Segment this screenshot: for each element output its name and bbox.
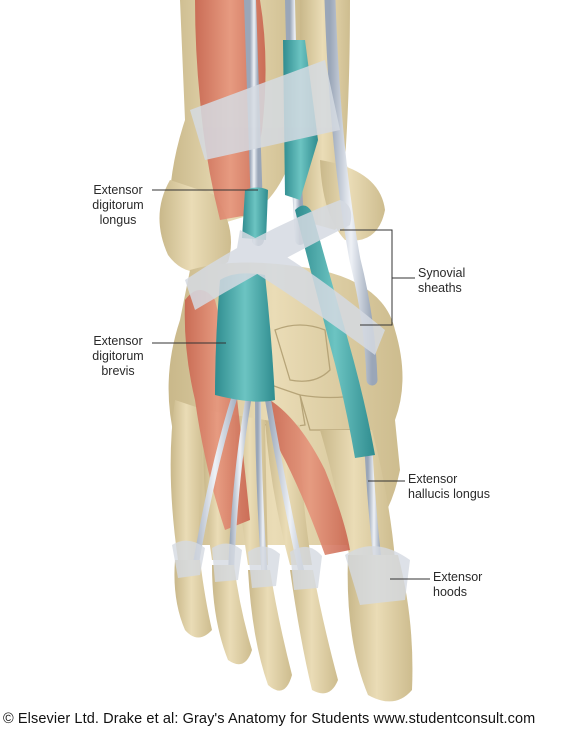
label-line: digitorum <box>92 349 144 363</box>
label-line: Extensor <box>93 334 143 348</box>
label-line: longus <box>99 213 137 227</box>
label-line: hoods <box>433 585 468 599</box>
leader-lines <box>152 189 430 580</box>
label-line: Extensor <box>433 570 483 584</box>
label-line: Extensor <box>408 472 458 486</box>
extensor-hoods <box>172 540 410 605</box>
label-extensor-digitorum-brevis: Extensor digitorum brevis <box>86 334 150 379</box>
retinacula <box>185 60 385 355</box>
label-extensor-hallucis-longus: Extensor hallucis longus <box>408 472 490 502</box>
label-line: Extensor <box>93 183 143 197</box>
label-line: Synovial <box>418 266 466 280</box>
label-extensor-hoods: Extensor hoods <box>433 570 482 600</box>
label-line: brevis <box>101 364 135 378</box>
label-extensor-digitorum-longus: Extensor digitorum longus <box>86 183 150 228</box>
copyright-credit: © Elsevier Ltd. Drake et al: Gray's Anat… <box>3 711 536 727</box>
label-line: digitorum <box>92 198 144 212</box>
label-synovial-sheaths: Synovial sheaths <box>418 266 465 296</box>
label-line: sheaths <box>418 281 462 295</box>
label-line: hallucis longus <box>408 487 490 501</box>
